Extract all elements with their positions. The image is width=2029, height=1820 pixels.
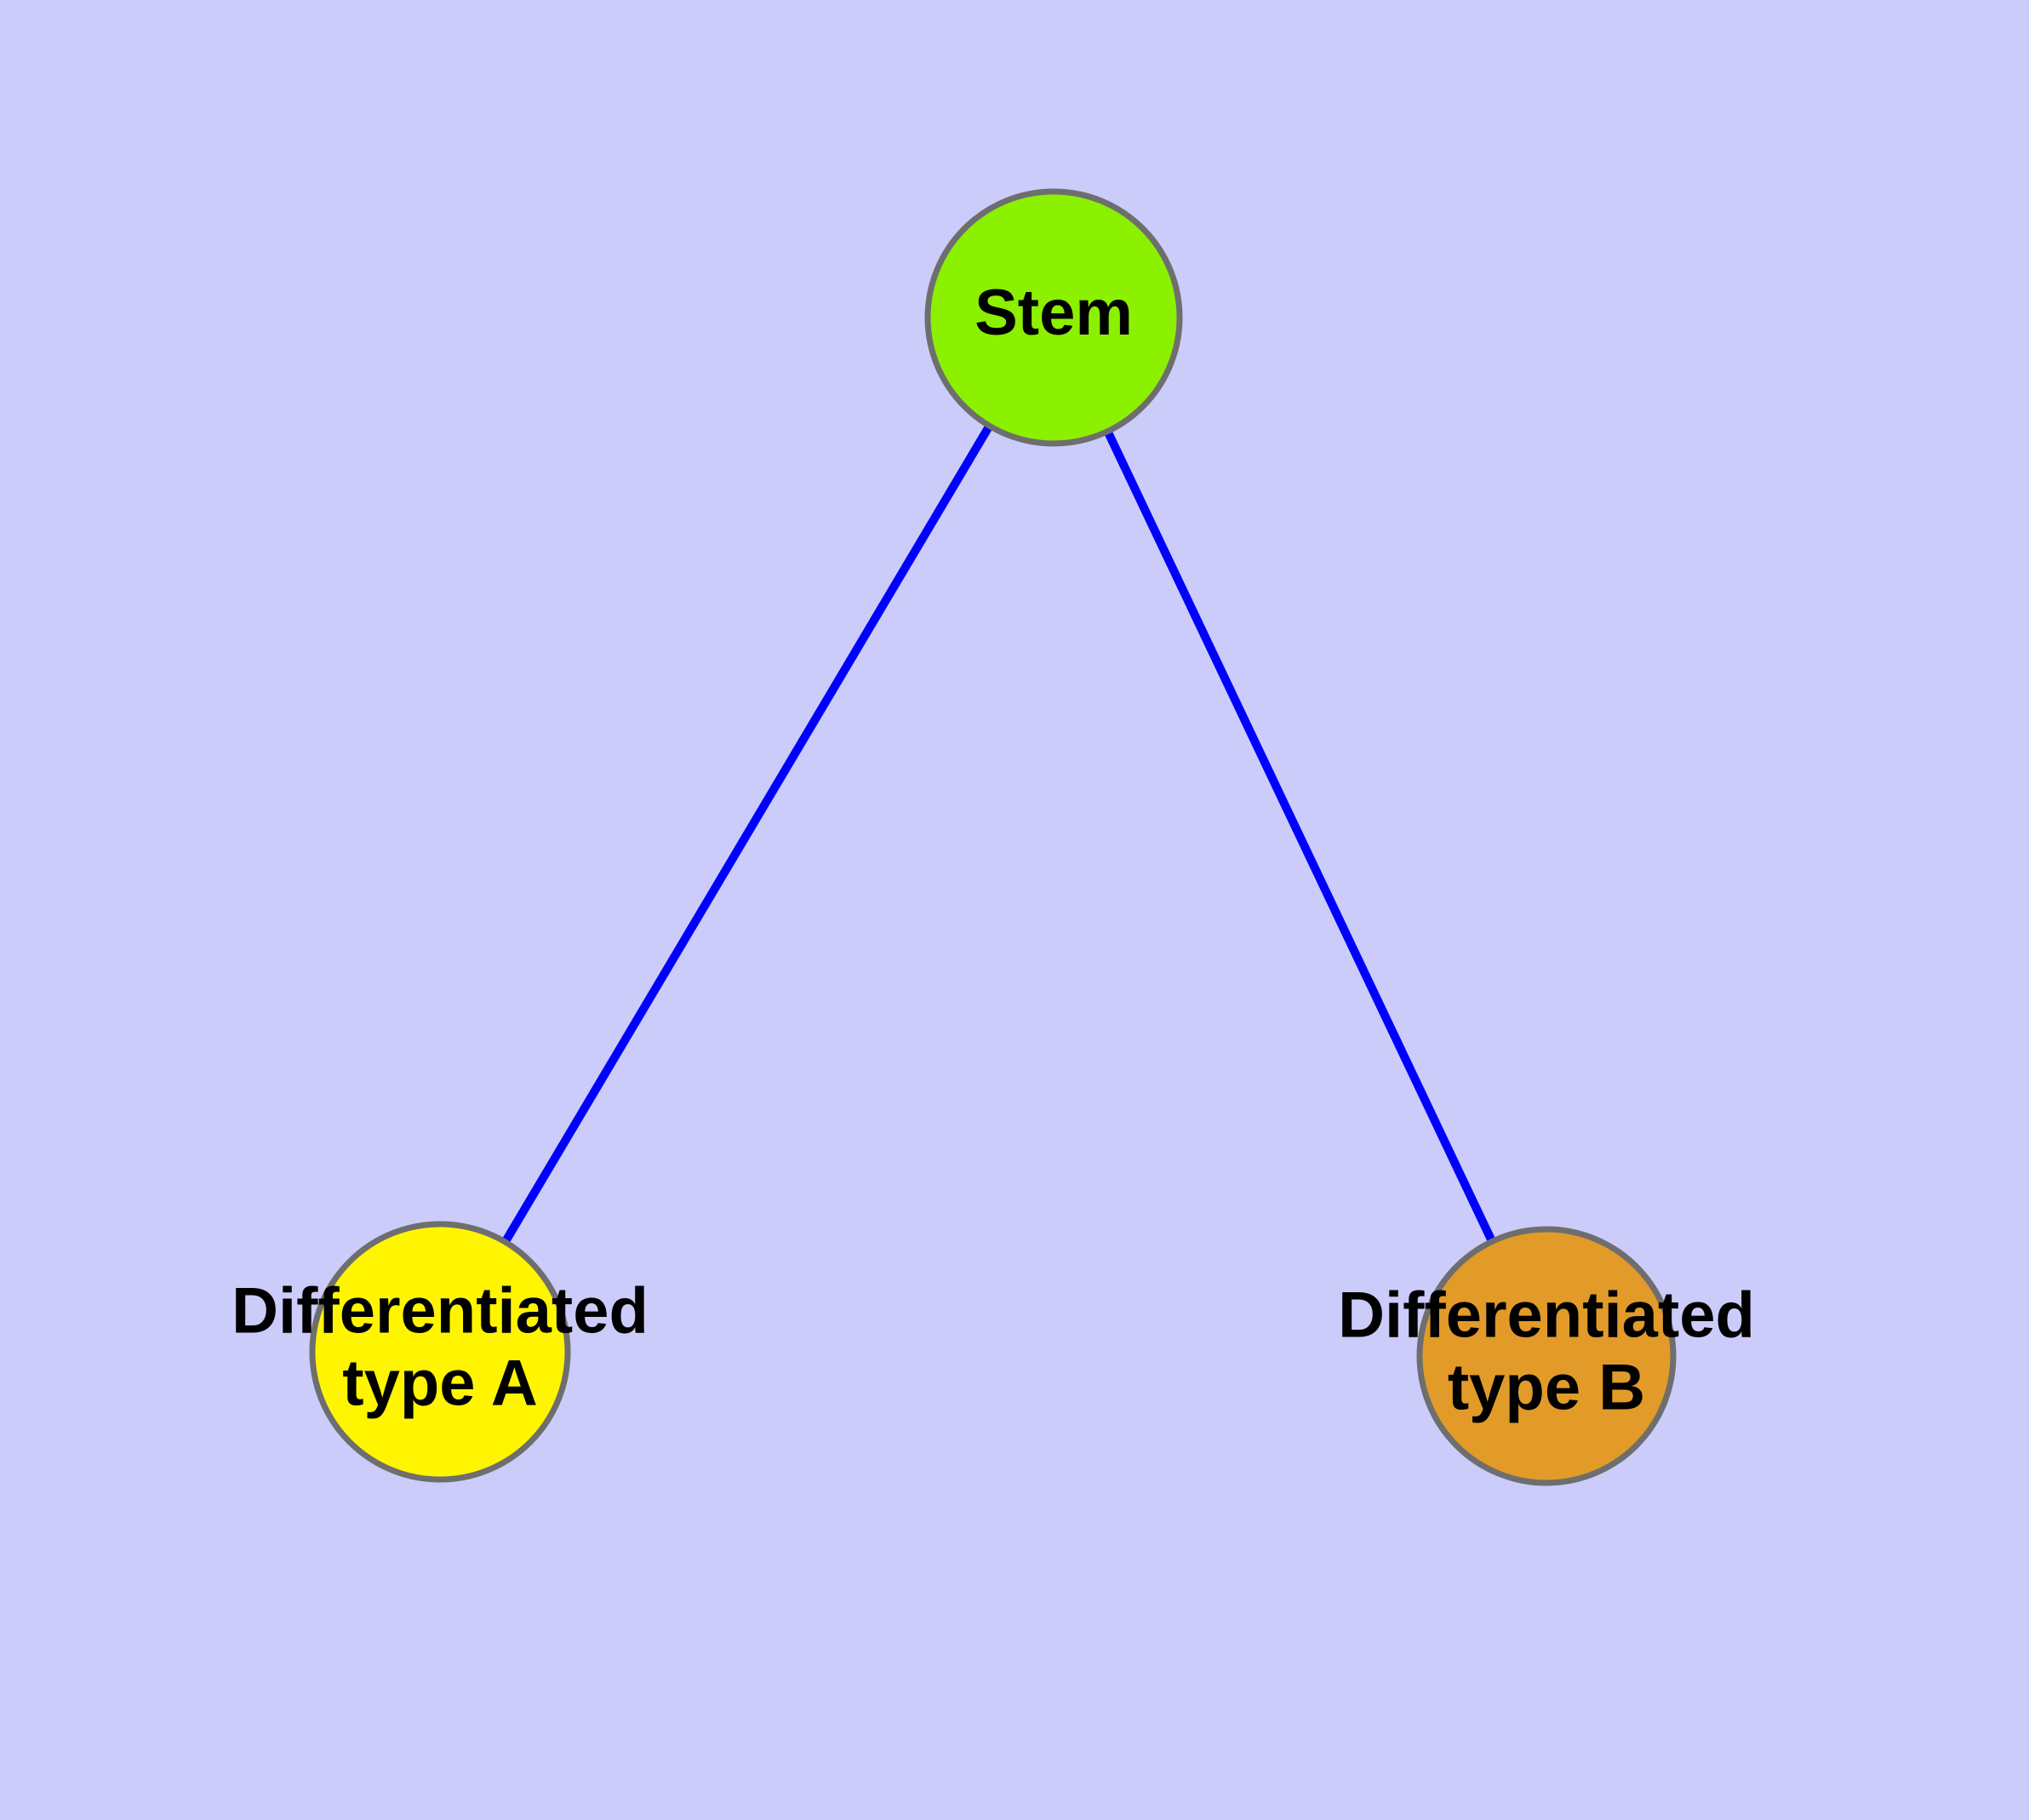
edge-layer xyxy=(500,422,1497,1246)
node-label-line: type B xyxy=(1448,1352,1645,1424)
node-label-line: Differentiated xyxy=(231,1275,649,1348)
edge-stem-to-a xyxy=(500,422,994,1246)
node-label-line: Stem xyxy=(974,277,1133,349)
node-label-stem: Stem xyxy=(974,277,1133,349)
node-diff_b[interactable] xyxy=(1416,1226,1677,1486)
edge-stem-to-b xyxy=(1103,427,1497,1245)
node-diff_a[interactable] xyxy=(309,1221,571,1483)
node-label-line: type A xyxy=(342,1348,537,1420)
node-stem[interactable] xyxy=(924,188,1183,447)
node-label-line: Differentiated xyxy=(1338,1279,1755,1352)
node-layer xyxy=(309,188,1677,1486)
